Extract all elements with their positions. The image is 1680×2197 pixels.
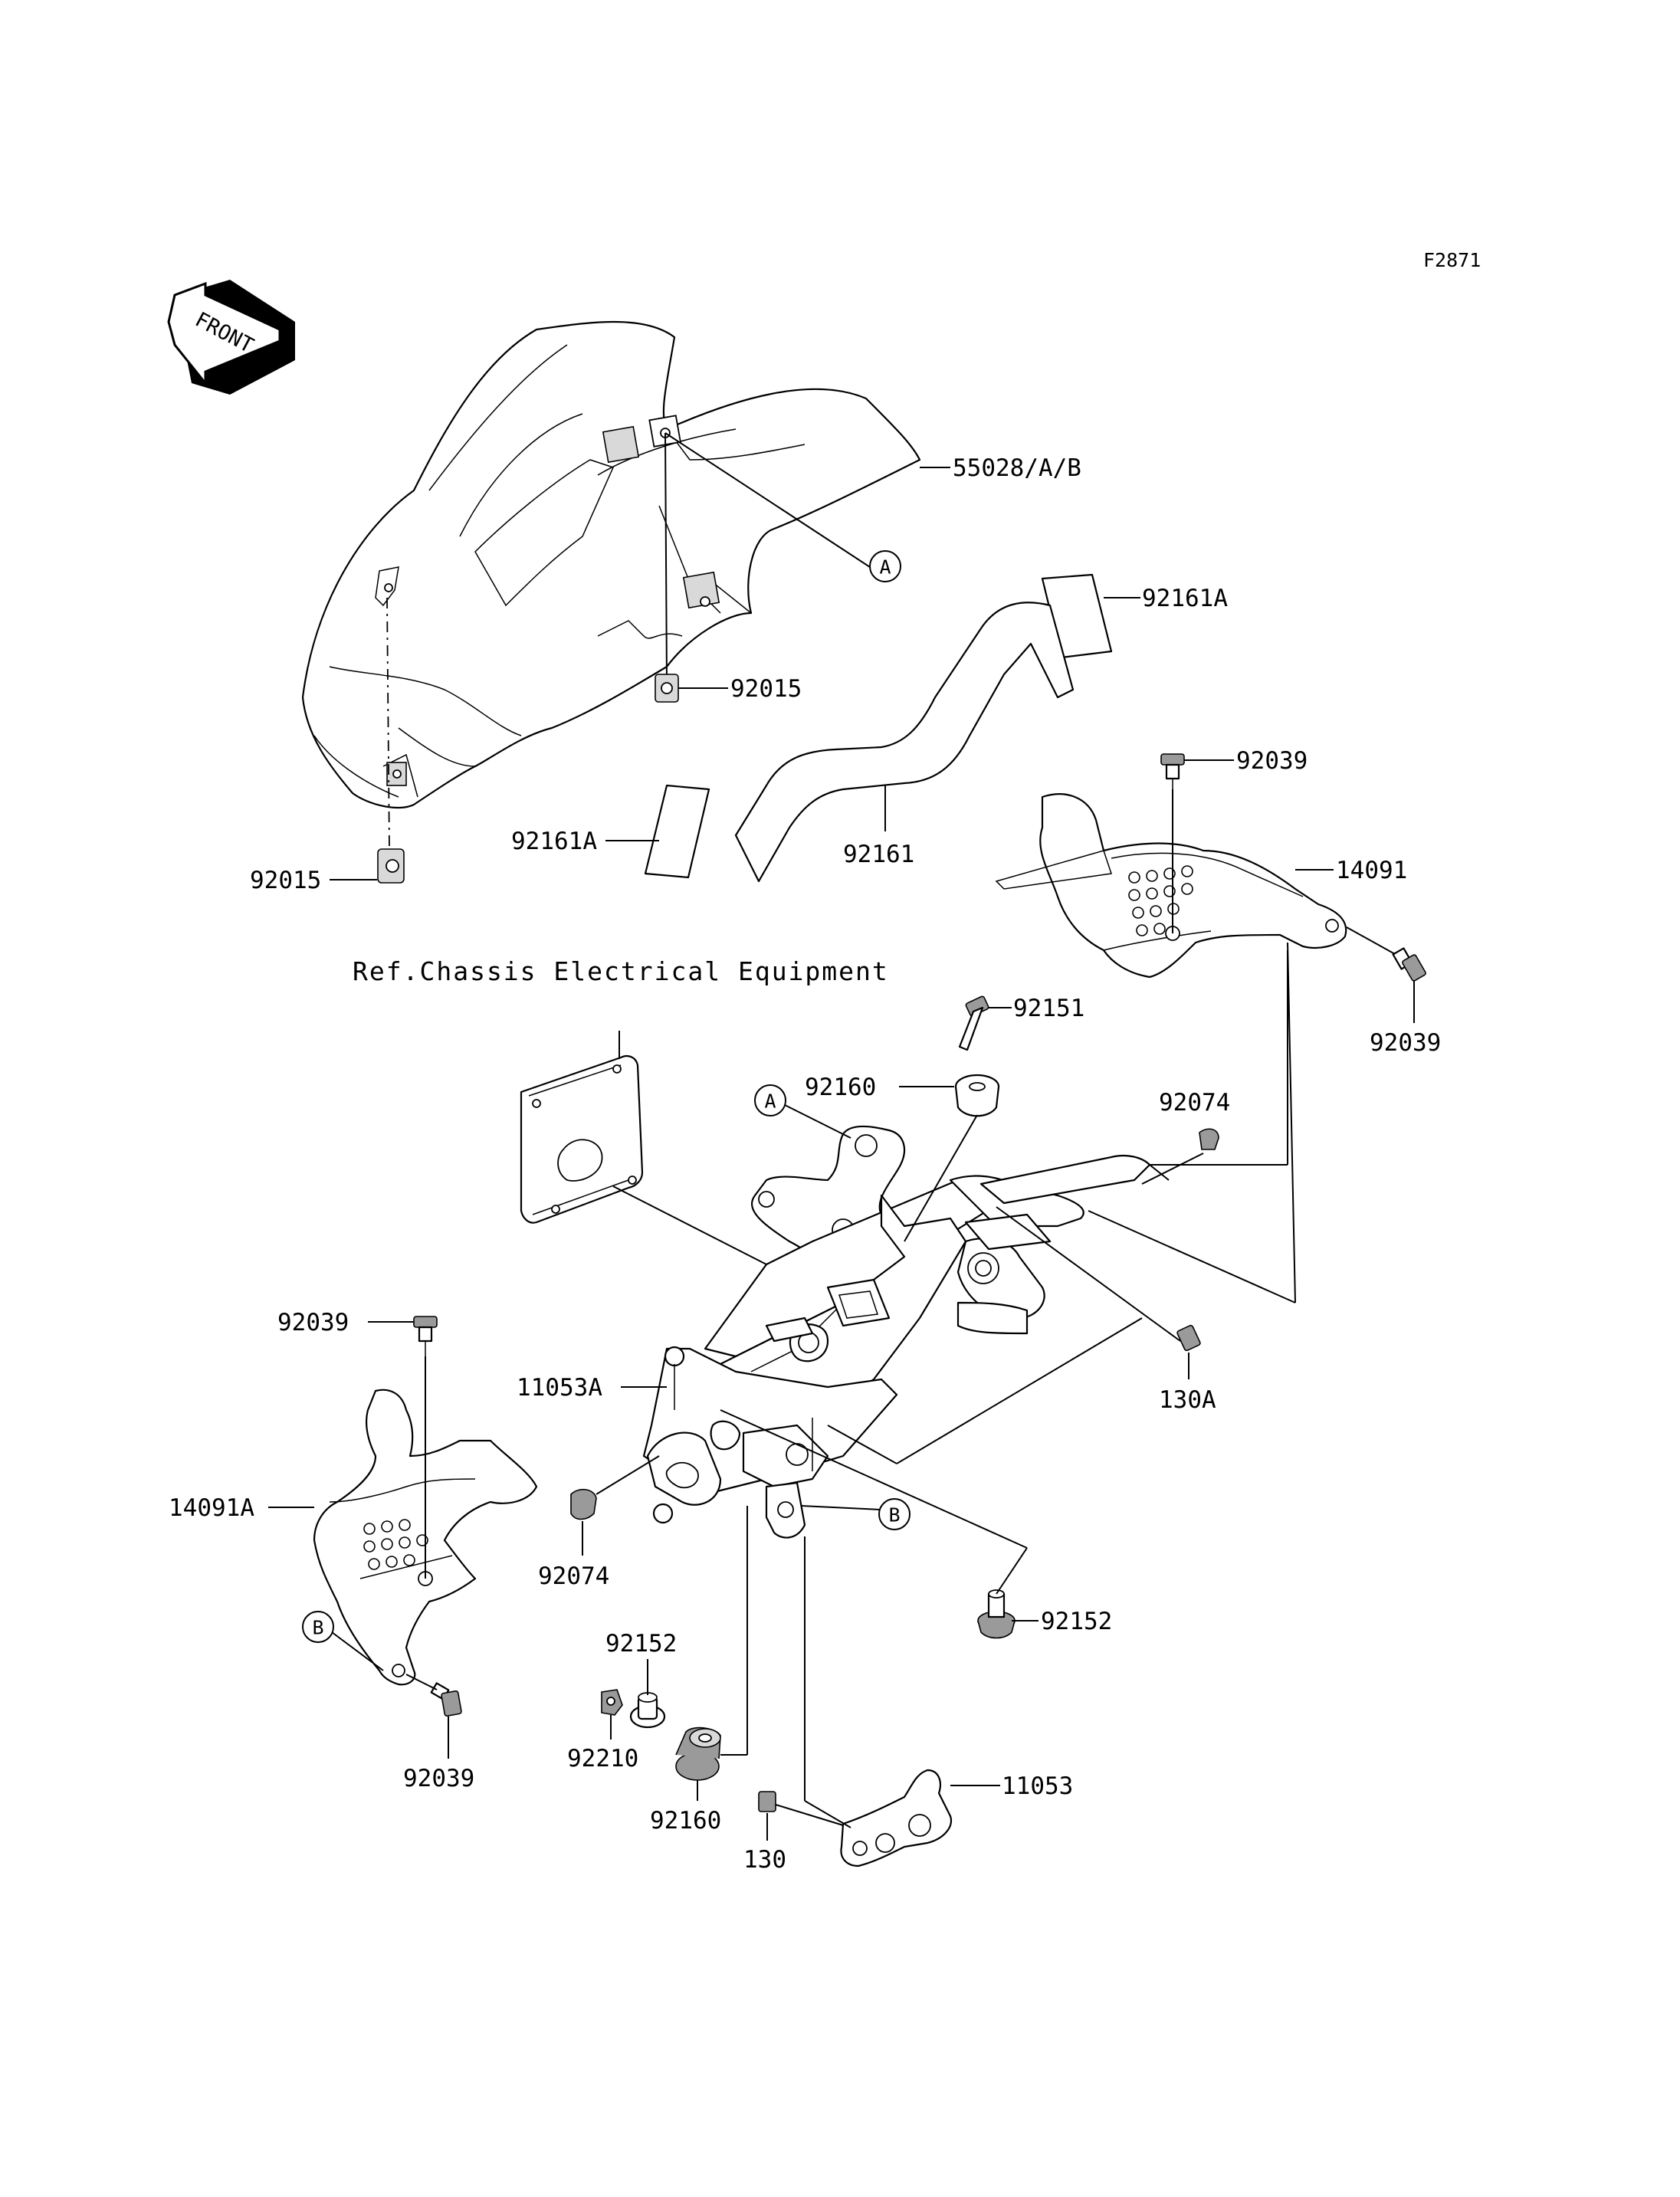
bolt-part <box>1176 1324 1201 1352</box>
front-arrow-icon: FRONT <box>167 280 295 395</box>
label-92039-left-top: 92039 <box>277 1309 349 1336</box>
label-14091a: 14091A <box>169 1494 254 1522</box>
label-92160-lower: 92160 <box>650 1807 721 1835</box>
label-130a: 130A <box>1159 1386 1216 1414</box>
reference-note: Ref.Chassis Electrical Equipment <box>353 956 889 986</box>
grommet-part <box>570 1488 597 1520</box>
label-92161a-lower: 92161A <box>511 828 597 855</box>
svg-text:B: B <box>312 1617 323 1639</box>
label-92210: 92210 <box>567 1745 638 1772</box>
svg-text:A: A <box>879 556 891 579</box>
cover-right-part <box>995 793 1347 979</box>
nut-part <box>655 674 679 703</box>
svg-text:A: A <box>764 1090 776 1113</box>
svg-text:B: B <box>888 1504 900 1526</box>
callout-b-cover: B <box>302 1611 334 1643</box>
grommet-part <box>1199 1128 1219 1150</box>
label-92039-right-top: 92039 <box>1236 747 1308 775</box>
frame-part <box>642 1125 1151 1539</box>
label-92152-lower: 92152 <box>605 1630 677 1658</box>
label-92039-right-side: 92039 <box>1370 1029 1441 1057</box>
pad-part <box>644 784 710 879</box>
callout-a-top: A <box>869 550 901 582</box>
label-92161: 92161 <box>843 841 914 868</box>
label-11053a: 11053A <box>517 1374 602 1402</box>
label-92161a-upper: 92161A <box>1142 585 1228 612</box>
bracket-part <box>840 1769 953 1867</box>
screw-part <box>413 1316 438 1356</box>
cowling-part <box>301 320 921 809</box>
label-92074-left: 92074 <box>538 1562 609 1590</box>
figure-code: F2871 <box>1423 249 1481 271</box>
damper-part <box>954 1074 1000 1117</box>
label-55028: 55028/A/B <box>953 454 1081 482</box>
bolt-part <box>958 995 989 1051</box>
electrical-plate-part <box>520 1054 644 1224</box>
label-11053: 11053 <box>1002 1772 1073 1800</box>
label-92039-left-bottom: 92039 <box>403 1765 474 1792</box>
screw-part <box>1392 947 1426 982</box>
screw-part <box>430 1682 462 1717</box>
callout-b-frame: B <box>878 1498 911 1530</box>
nut-part <box>377 848 405 884</box>
label-92152-right: 92152 <box>1041 1608 1112 1635</box>
collar-part <box>629 1692 666 1729</box>
pipe-part <box>734 602 1075 883</box>
damper-part <box>675 1726 721 1781</box>
collar-part <box>977 1589 1016 1639</box>
label-92160-upper: 92160 <box>805 1074 876 1101</box>
bolt-part <box>758 1791 851 1828</box>
label-92015-lower: 92015 <box>250 867 321 894</box>
label-14091: 14091 <box>1336 857 1407 884</box>
callout-a-frame: A <box>754 1084 786 1117</box>
nut-part <box>601 1689 623 1716</box>
label-92015-upper: 92015 <box>730 675 802 703</box>
label-92074-right: 92074 <box>1159 1089 1230 1117</box>
label-130: 130 <box>743 1846 786 1874</box>
screw-part <box>1160 753 1185 789</box>
label-92151: 92151 <box>1013 995 1084 1022</box>
